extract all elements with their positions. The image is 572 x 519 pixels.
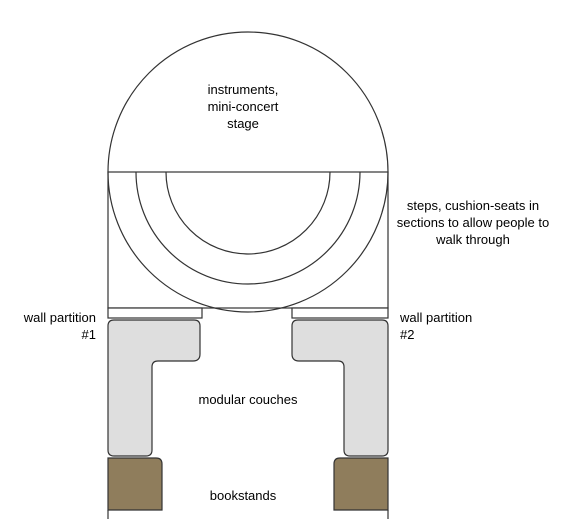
stage-circle bbox=[107, 31, 389, 173]
steps-bounding-box bbox=[107, 171, 389, 309]
steps-middle-arc bbox=[135, 171, 361, 285]
wall-partition-1-label: wall partition #1 bbox=[23, 310, 96, 342]
bookstand-right bbox=[333, 457, 389, 511]
modular-couch-right bbox=[291, 319, 389, 457]
bookstands-label: bookstands bbox=[209, 488, 277, 503]
steps-area bbox=[107, 171, 389, 313]
modular-couch-left bbox=[107, 319, 201, 457]
stage-label: instruments, mini-concert stage bbox=[207, 82, 279, 131]
steps-inner-arc bbox=[165, 171, 331, 255]
wall-partition-2 bbox=[291, 307, 389, 319]
wall-partition-2-label: wall partition #2 bbox=[400, 310, 473, 342]
modular-couches-label: modular couches bbox=[198, 392, 298, 407]
bookstand-left bbox=[107, 457, 163, 511]
steps-label: steps, cushion-seats in sections to allo… bbox=[396, 198, 550, 247]
steps-outer-arc bbox=[107, 171, 389, 313]
wall-partition-1 bbox=[107, 307, 203, 319]
